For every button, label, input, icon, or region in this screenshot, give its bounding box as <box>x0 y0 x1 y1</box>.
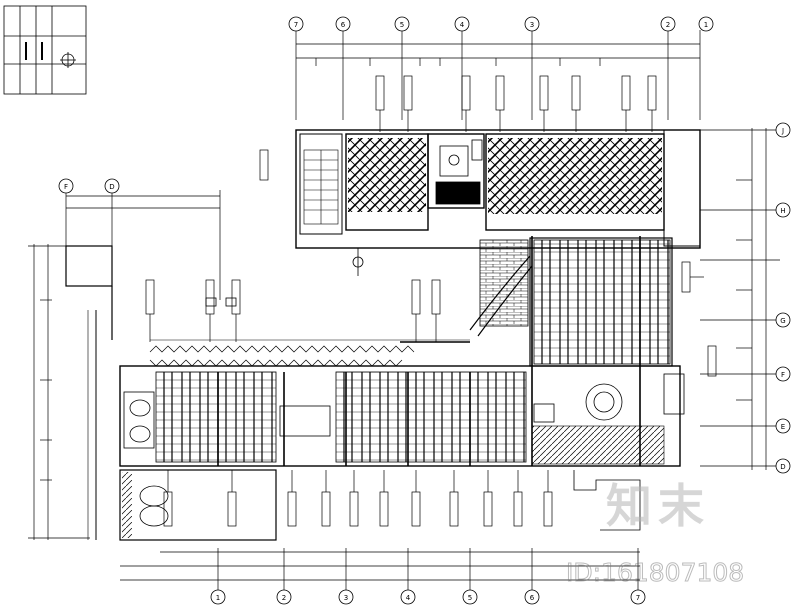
top-callout-tags <box>375 75 657 132</box>
axis-label: 4 <box>460 21 465 29</box>
wc-fixtures <box>435 139 483 205</box>
watermark-logo: 知末 <box>606 479 710 533</box>
axis-label: 5 <box>400 21 404 29</box>
axis-label: F <box>781 371 785 379</box>
bottom-dimension-lines <box>120 548 640 590</box>
axis-label: 4 <box>406 594 411 602</box>
building-walls <box>65 129 701 541</box>
mid-callout-tags <box>145 149 441 342</box>
planting-hedge <box>149 339 470 367</box>
axis-label: D <box>780 463 785 471</box>
top-dimension-lines <box>295 30 701 120</box>
furniture <box>123 383 623 527</box>
bottom-axis-labels: 1 2 3 4 5 6 7 <box>216 594 640 602</box>
bottom-callout-tags <box>163 470 553 527</box>
axis-label: 2 <box>282 594 286 602</box>
axis-label: 7 <box>636 594 640 602</box>
top-axis-labels: 7 6 5 4 3 2 1 <box>294 21 708 29</box>
axis-label: G <box>780 317 785 325</box>
axis-label: J <box>781 127 784 135</box>
axis-label: 3 <box>344 594 348 602</box>
joist-areas <box>155 239 671 463</box>
axis-label: 3 <box>530 21 534 29</box>
title-block <box>3 5 87 95</box>
axis-label: H <box>780 207 785 215</box>
bottom-axis-bubbles <box>210 589 646 605</box>
axis-label: E <box>781 423 785 431</box>
axis-label: 1 <box>216 594 220 602</box>
axis-label: D <box>109 183 114 191</box>
axis-label: 6 <box>530 594 535 602</box>
watermark-id: ID:161807108 <box>566 558 745 588</box>
axis-label: F <box>64 183 68 191</box>
grid-columns <box>217 236 641 466</box>
stair <box>303 149 533 337</box>
axis-label: 6 <box>341 21 346 29</box>
axis-label: 5 <box>468 594 472 602</box>
axis-label: 7 <box>294 21 298 29</box>
right-dimension-lines <box>700 128 780 470</box>
top-axis-bubbles <box>288 16 714 32</box>
floor-hatching <box>122 138 665 538</box>
axis-label: 2 <box>666 21 670 29</box>
left-axis-labels: F D <box>64 183 115 191</box>
left-axis-bubbles <box>58 178 120 194</box>
right-axis-bubbles <box>775 122 791 474</box>
axis-label: 1 <box>704 21 708 29</box>
left-dimension-lines <box>28 190 221 540</box>
right-callout-tags <box>681 261 717 377</box>
right-axis-labels: J H G F E D <box>780 127 785 471</box>
misc-structures <box>205 248 685 531</box>
